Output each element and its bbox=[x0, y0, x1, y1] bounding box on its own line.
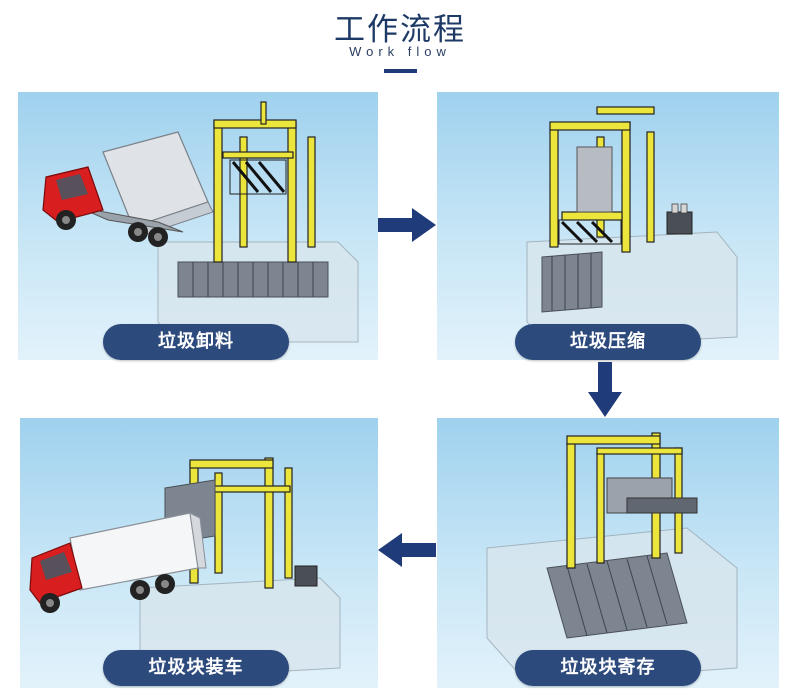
step-panel-loading bbox=[20, 418, 378, 688]
step-panel-compress bbox=[437, 92, 779, 360]
arrow-down-icon bbox=[588, 362, 622, 417]
arrow-left-icon bbox=[378, 533, 436, 567]
header: 工作流程 Work flow bbox=[0, 0, 800, 80]
step-panel-unloading bbox=[18, 92, 378, 360]
arrow-right-icon bbox=[378, 208, 436, 242]
step-label-compress: 垃圾压缩 bbox=[515, 324, 701, 360]
step-label-storage: 垃圾块寄存 bbox=[515, 650, 701, 686]
step-label-loading: 垃圾块装车 bbox=[103, 650, 289, 686]
compress-illustration bbox=[526, 106, 738, 348]
unloading-illustration bbox=[42, 101, 359, 343]
loading-illustration bbox=[29, 457, 341, 679]
step-label-unloading: 垃圾卸料 bbox=[103, 324, 289, 360]
page-title: 工作流程 bbox=[334, 12, 466, 48]
step-panel-storage bbox=[437, 418, 779, 688]
title-underline bbox=[384, 69, 417, 73]
page-subtitle: Work flow bbox=[349, 44, 451, 59]
storage-illustration bbox=[486, 432, 738, 684]
